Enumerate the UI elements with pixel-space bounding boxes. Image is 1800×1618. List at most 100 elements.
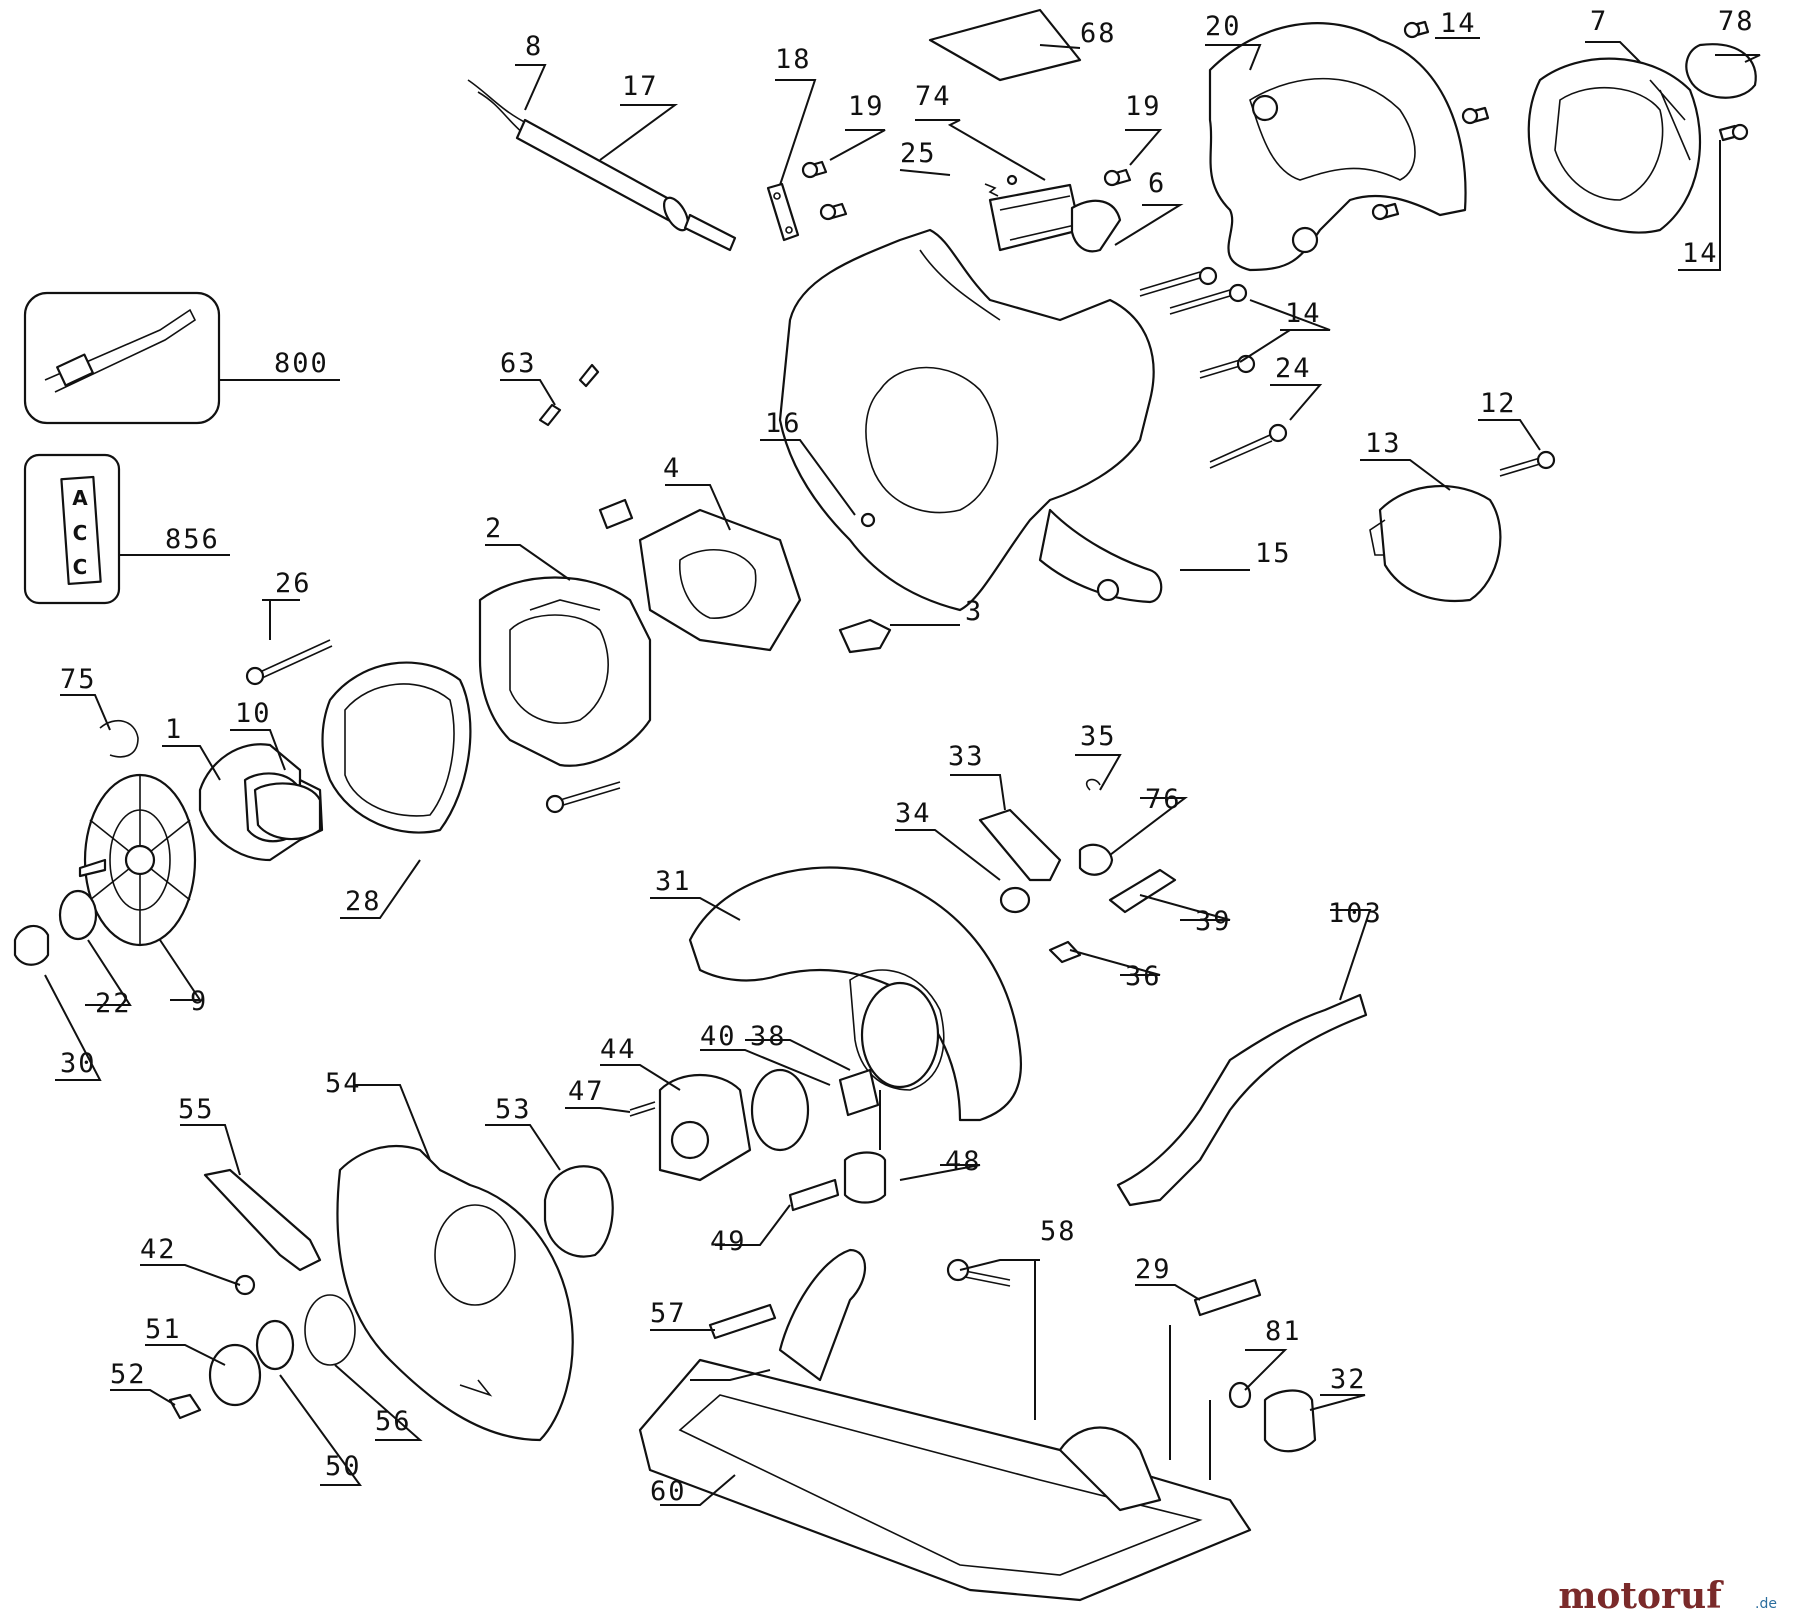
screw-part xyxy=(234,1274,256,1296)
label-28: 28 xyxy=(345,886,382,917)
screw-part xyxy=(1103,168,1132,187)
label-57: 57 xyxy=(650,1298,687,1329)
motor-housing-part xyxy=(778,228,1163,612)
label-68: 68 xyxy=(1080,18,1117,49)
label-75: 75 xyxy=(60,664,97,695)
screw-part xyxy=(629,1101,656,1117)
label-17: 17 xyxy=(622,71,659,102)
cord-clamp-part xyxy=(766,182,800,242)
pin-part xyxy=(708,1303,777,1340)
label-8: 8 xyxy=(525,31,543,62)
label-76: 76 xyxy=(1145,784,1182,815)
plug-cap-part xyxy=(1685,43,1757,99)
label-60: 60 xyxy=(650,1476,687,1507)
label-48: 48 xyxy=(945,1146,982,1177)
label-32: 32 xyxy=(1330,1364,1367,1395)
inset-letter-a: A xyxy=(72,486,88,510)
label-38: 38 xyxy=(750,1021,787,1052)
label-54: 54 xyxy=(325,1068,362,1099)
leader-lines xyxy=(44,37,1761,1506)
label-12: 12 xyxy=(1480,388,1517,419)
inset-letter-c1: C xyxy=(73,521,88,545)
label-800: 800 xyxy=(274,348,329,379)
label-1: 1 xyxy=(165,714,183,745)
bevel-knob-part xyxy=(1263,1389,1317,1453)
bearing-part xyxy=(253,782,322,841)
watermark: motoruf .de xyxy=(1558,1575,1777,1617)
label-14c: 14 xyxy=(1285,298,1322,329)
screw-part xyxy=(801,160,848,221)
label-52: 52 xyxy=(110,1359,147,1390)
label-51: 51 xyxy=(145,1314,182,1345)
label-40: 40 xyxy=(700,1021,737,1052)
motor-end-cap-part xyxy=(1527,57,1702,234)
washer-part xyxy=(999,886,1031,914)
label-4: 4 xyxy=(663,453,681,484)
shoe-base-part xyxy=(638,1248,1252,1602)
pivot-pin-part xyxy=(788,1178,840,1212)
blade-wrench-part xyxy=(1116,993,1368,1207)
label-56: 56 xyxy=(375,1406,412,1437)
outer-washer-part xyxy=(208,1343,262,1407)
label-19b: 19 xyxy=(1125,91,1162,122)
gear-case-part xyxy=(658,1073,752,1182)
label-10: 10 xyxy=(235,698,272,729)
label-29: 29 xyxy=(1135,1254,1172,1285)
label-34: 34 xyxy=(895,798,932,829)
label-103: 103 xyxy=(1328,898,1383,929)
bolt-part xyxy=(1108,868,1177,914)
inset-box-856: A C C xyxy=(23,453,121,605)
screw-part xyxy=(245,639,621,814)
field-assembly-part xyxy=(478,576,652,767)
pin-part xyxy=(1193,1278,1262,1317)
label-81: 81 xyxy=(1265,1316,1302,1347)
guard-spring-part xyxy=(543,1165,614,1258)
washer-part xyxy=(58,889,98,941)
label-74: 74 xyxy=(915,81,952,112)
label-19a: 19 xyxy=(848,91,885,122)
nameplate-part xyxy=(928,8,1082,82)
handle-cover-part xyxy=(1208,22,1467,272)
block-part xyxy=(838,1068,880,1117)
brush-spring-part xyxy=(538,363,600,427)
baffle-part xyxy=(321,661,472,834)
label-33: 33 xyxy=(948,741,985,772)
label-24: 24 xyxy=(1275,353,1312,384)
label-3: 3 xyxy=(965,596,983,627)
label-47: 47 xyxy=(568,1076,605,1107)
label-35: 35 xyxy=(1080,721,1117,752)
nut-part xyxy=(1048,940,1082,964)
inset-box-800 xyxy=(23,291,221,425)
label-2: 2 xyxy=(485,513,503,544)
label-22: 22 xyxy=(95,988,132,1019)
terminal-part xyxy=(838,618,892,654)
part-labels: 8 17 18 19 74 25 19 6 68 20 14 7 78 14 1… xyxy=(60,6,1755,1507)
label-36: 36 xyxy=(1125,961,1162,992)
label-14b: 14 xyxy=(1682,238,1719,269)
label-53: 53 xyxy=(495,1094,532,1125)
label-58: 58 xyxy=(1040,1216,1077,1247)
label-6: 6 xyxy=(1148,168,1166,199)
label-30: 30 xyxy=(60,1048,97,1079)
depth-lever-part xyxy=(978,808,1062,882)
label-39: 39 xyxy=(1195,906,1232,937)
label-49: 49 xyxy=(710,1226,747,1257)
screw-part xyxy=(1499,450,1556,477)
lower-guard-part xyxy=(336,1145,574,1442)
label-16: 16 xyxy=(765,408,802,439)
label-55: 55 xyxy=(178,1094,215,1125)
inner-washer-part xyxy=(255,1319,295,1371)
bushing-part xyxy=(13,924,50,966)
watermark-domain: .de xyxy=(1755,1596,1777,1612)
inset-letter-c2: C xyxy=(73,555,88,579)
label-7: 7 xyxy=(1590,6,1608,37)
label-31: 31 xyxy=(655,866,692,897)
label-9: 9 xyxy=(190,986,208,1017)
label-42: 42 xyxy=(140,1234,177,1265)
knob-part xyxy=(1369,485,1502,602)
label-78: 78 xyxy=(1718,6,1755,37)
screw-part xyxy=(860,266,1288,528)
retaining-ring-part xyxy=(1085,778,1101,791)
retaining-ring-part xyxy=(99,719,139,758)
